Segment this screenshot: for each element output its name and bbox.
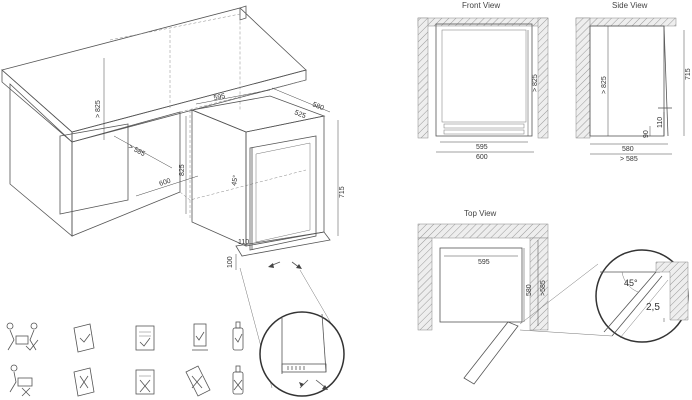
bottle-ok-icon <box>232 321 244 351</box>
door-angle-detail-zoom: 45° 2,5 <box>595 249 689 343</box>
top-width-label: 595 <box>213 93 226 102</box>
top-width-label-view: 595 <box>478 259 490 266</box>
bottle-no-icon <box>232 365 244 395</box>
appliance-front <box>245 115 325 247</box>
door-angle-label-zoom: 45° <box>624 278 638 288</box>
niche-height-label: 825 <box>179 164 186 176</box>
side-appliance-height-label: 715 <box>685 68 692 80</box>
side-view: Side View > 825 715 110 90 580 > 585 <box>575 1 692 163</box>
plinth-100-label: 100 <box>227 256 234 268</box>
one-person-lift-no-icon <box>9 364 33 397</box>
side-height-label: > 825 <box>601 76 608 94</box>
manual-no-icon <box>73 367 95 397</box>
tilted-no-icon <box>185 365 211 397</box>
side-plinth-90-label: 90 <box>643 130 650 138</box>
appliance-height-label: 715 <box>339 186 346 198</box>
side-plinth-110-label: 110 <box>657 117 664 128</box>
door-gap-label-zoom: 2,5 <box>646 302 660 313</box>
front-height-label: > 825 <box>532 74 539 92</box>
open-door <box>463 321 519 385</box>
two-person-lift-icon <box>6 322 39 351</box>
top-depth-580-label: 580 <box>311 101 325 112</box>
top-depth-525-label: 525 <box>293 109 307 120</box>
top-view-title: Top View <box>464 209 497 218</box>
side-depth-585-label: > 585 <box>620 156 638 163</box>
counter-height-label: > 825 <box>95 100 102 118</box>
countertop <box>1 7 307 133</box>
top-view: Top View 595 580 >585 <box>417 209 613 385</box>
plinth-detail-zoom <box>259 311 345 397</box>
front-view-title: Front View <box>462 1 500 10</box>
vent-grille <box>287 366 305 370</box>
niche-depth-label: > 585 <box>127 144 146 159</box>
side-depth-580-label: 580 <box>622 146 634 153</box>
top-depth-585-label-view: >585 <box>540 280 547 296</box>
side-view-title: Side View <box>612 1 648 10</box>
front-view: Front View > 825 595 600 <box>417 1 549 161</box>
instruction-icons <box>6 321 244 397</box>
door-angle-label: 45° <box>230 174 240 186</box>
manual-ok-icon <box>73 323 95 353</box>
niche-width-label: 600 <box>158 178 171 188</box>
upright-ok-icon <box>192 323 208 351</box>
front-inner-width-label: 595 <box>476 144 488 151</box>
isometric-view: > 825 > 585 600 825 595 580 525 715 45° … <box>1 5 346 389</box>
appliance-door <box>249 135 317 251</box>
front-outer-width-label: 600 <box>476 154 488 161</box>
document-no-icon <box>135 369 155 395</box>
top-depth-580-label-view: 580 <box>526 284 533 296</box>
document-ok-icon <box>135 325 155 351</box>
plinth-110-label: 110 <box>238 239 249 246</box>
